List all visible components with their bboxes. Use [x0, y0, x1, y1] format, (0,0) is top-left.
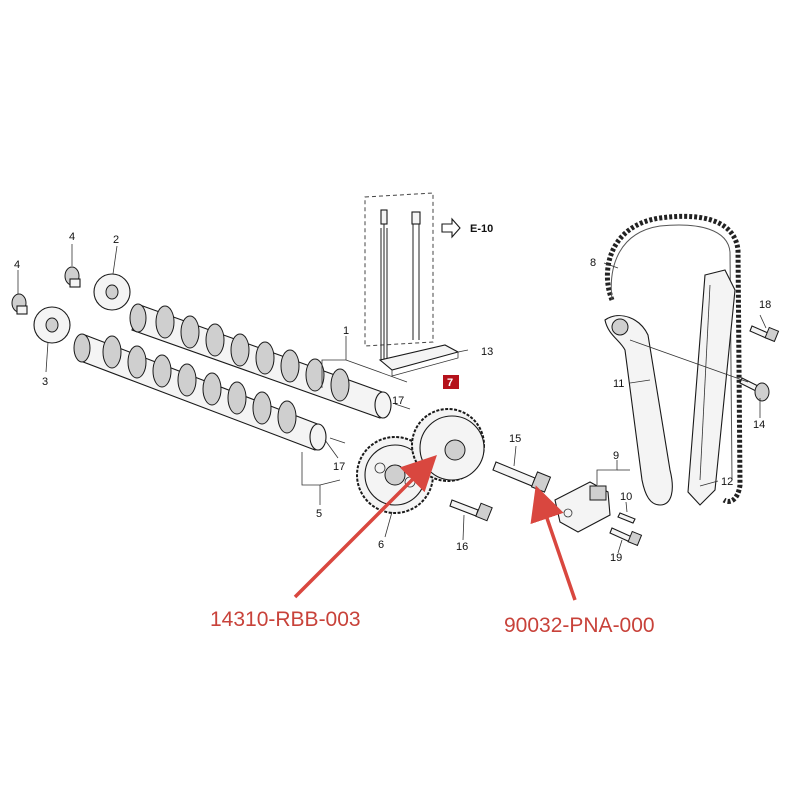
callout-14: 14 [753, 419, 765, 431]
bolt-15 [492, 461, 552, 493]
callout-7: 7 [447, 377, 453, 389]
callout-16: 16 [456, 541, 468, 553]
bolt-19 [609, 527, 643, 547]
plug-seal-lower [11, 293, 28, 315]
callout-9: 9 [613, 450, 619, 462]
camshaft-lower [73, 333, 346, 451]
bolt-18 [749, 325, 780, 343]
arrow-to-vtc-actuator [293, 455, 437, 599]
callout-3: 3 [42, 376, 48, 388]
callout-19: 19 [610, 552, 622, 564]
plug-seal-upper [64, 266, 81, 288]
callout-5: 5 [316, 508, 322, 520]
callout-12: 12 [721, 476, 733, 488]
part-number-left: 14310-RBB-003 [210, 608, 361, 631]
callout-4-lower: 4 [14, 259, 20, 271]
reference-arrow-icon [441, 217, 461, 239]
bolt-14 [739, 377, 770, 402]
callout-15: 15 [509, 433, 521, 445]
arrow-to-bolt-15 [530, 485, 577, 601]
tensioner-arm [604, 315, 673, 506]
callout-2: 2 [113, 234, 119, 246]
callout-18: 18 [759, 299, 771, 311]
callout-7-highlight: 7 [443, 375, 459, 389]
part-number-right: 90032-PNA-000 [504, 614, 655, 637]
pin-10 [617, 512, 636, 524]
timing-chain [604, 213, 743, 504]
leader-lines [17, 244, 767, 554]
callout-17-upper: 17 [392, 395, 404, 407]
auto-tensioner [554, 481, 611, 533]
callout-6: 6 [378, 539, 384, 551]
callout-8: 8 [590, 257, 596, 269]
reference-label: E-10 [470, 223, 493, 235]
pulser-plate-lower [33, 306, 71, 344]
camshaft-upper [129, 303, 411, 419]
callout-4-upper: 4 [69, 231, 75, 243]
chain-guide [687, 269, 736, 506]
callout-17-lower: 17 [333, 461, 345, 473]
stud-bolt-group [364, 192, 461, 377]
callout-13: 13 [481, 346, 493, 358]
pulser-plate-upper [93, 273, 131, 311]
callout-11: 11 [613, 378, 624, 390]
bolt-16 [449, 499, 493, 522]
callout-10: 10 [620, 491, 632, 503]
callout-1: 1 [343, 325, 349, 337]
